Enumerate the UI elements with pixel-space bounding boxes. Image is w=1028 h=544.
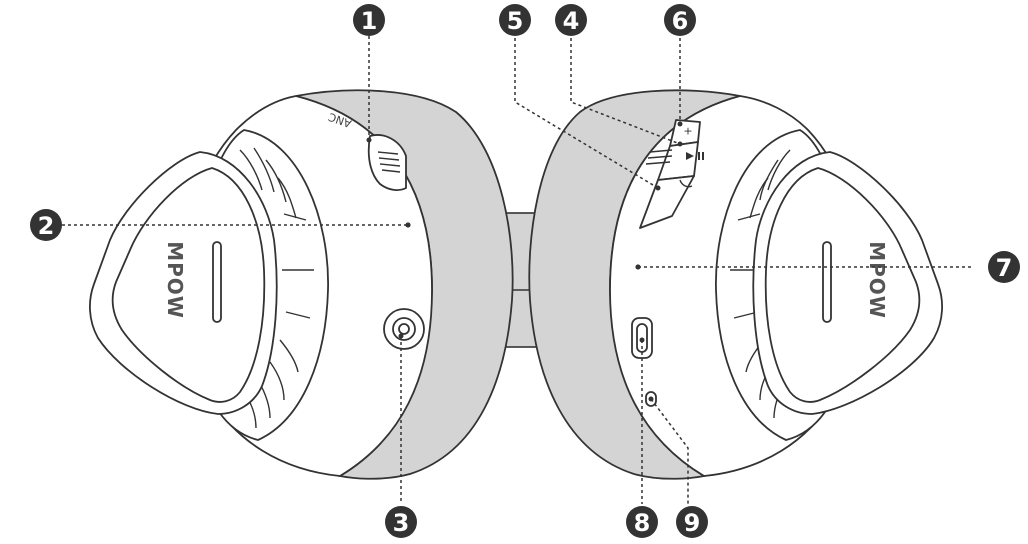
left-earcup: MPOW ANC bbox=[89, 89, 514, 480]
phone-icon bbox=[679, 179, 693, 188]
leader-lines bbox=[62, 36, 974, 504]
svg-text:3: 3 bbox=[393, 509, 410, 537]
right-earcup: MPOW + bbox=[528, 89, 943, 480]
svg-text:6: 6 bbox=[672, 7, 689, 35]
callout-7: 7 bbox=[988, 251, 1020, 283]
right-earpad-inner bbox=[764, 167, 921, 403]
call-button[interactable] bbox=[679, 179, 693, 188]
volume-up-button[interactable]: + bbox=[683, 125, 692, 138]
svg-text:8: 8 bbox=[634, 509, 651, 537]
right-button-cluster bbox=[639, 119, 701, 229]
callout-9: 9 bbox=[676, 506, 708, 538]
callout-3: 3 bbox=[385, 506, 417, 538]
svg-text:4: 4 bbox=[563, 7, 580, 35]
audio-jack[interactable] bbox=[383, 308, 425, 350]
play-pause-button[interactable] bbox=[645, 149, 704, 165]
callout-4: 4 bbox=[555, 4, 587, 36]
callout-6: 6 bbox=[664, 4, 696, 36]
left-vent-slats bbox=[239, 147, 314, 429]
left-brand-logo: MPOW bbox=[163, 241, 187, 319]
callout-2: 2 bbox=[30, 209, 62, 241]
play-pause-icon bbox=[686, 152, 694, 160]
svg-text:9: 9 bbox=[684, 509, 701, 537]
left-earpad-inner bbox=[111, 167, 266, 403]
right-brand-logo: MPOW bbox=[865, 241, 889, 319]
svg-text:1: 1 bbox=[361, 7, 378, 35]
svg-text:2: 2 bbox=[38, 212, 55, 240]
svg-text:5: 5 bbox=[507, 7, 524, 35]
callout-8: 8 bbox=[626, 506, 658, 538]
callout-1: 1 bbox=[353, 4, 385, 36]
leader-endpoints bbox=[366, 121, 683, 402]
svg-text:+: + bbox=[683, 125, 692, 138]
svg-text:7: 7 bbox=[996, 254, 1013, 282]
anc-button[interactable] bbox=[367, 134, 407, 191]
right-speaker-slot bbox=[822, 241, 832, 323]
callout-5: 5 bbox=[499, 4, 531, 36]
left-speaker-slot bbox=[212, 241, 222, 323]
